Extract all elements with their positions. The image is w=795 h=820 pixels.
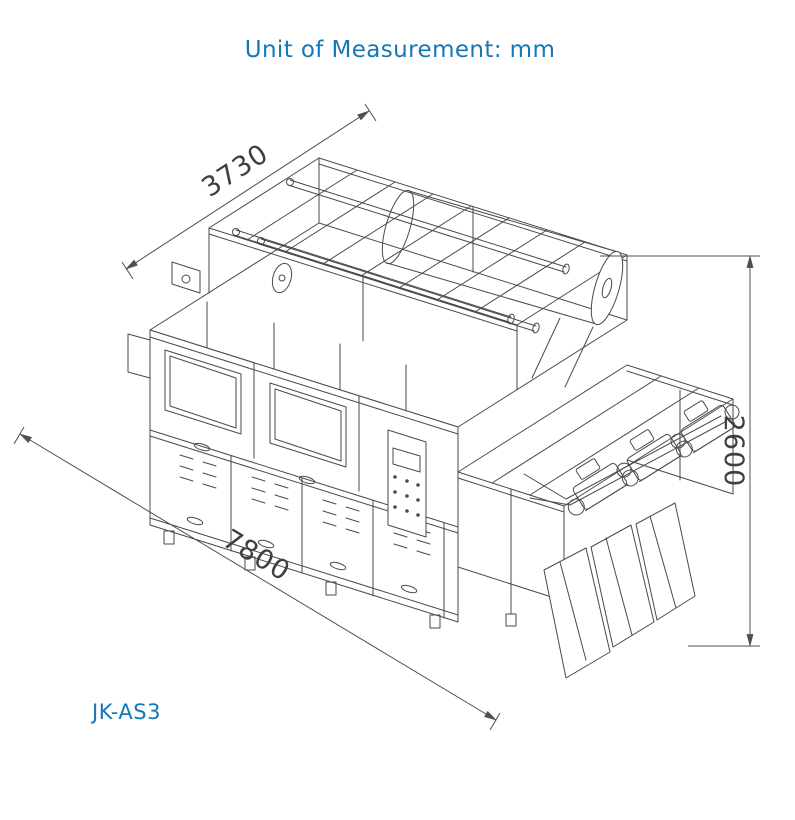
film-roll [381,189,624,388]
top-motor-box [171,261,201,294]
control-panel [387,429,427,538]
film-web-line [531,317,561,379]
left-side-box [127,333,151,379]
output-unit [567,458,632,516]
film-roll-core [601,277,613,299]
hanging-sheet [635,502,696,621]
model-label: JK-AS3 [90,700,161,724]
dimension-label-2600: 2600 [718,415,749,488]
dimension-2600: 2600 [600,254,760,648]
machine-drawing [127,157,740,679]
hanging-sheet [590,524,655,648]
hanging-sheet [543,547,611,679]
output-unit [675,400,740,458]
front-frame-columns [206,301,407,412]
page-title: Unit of Measurement: mm [245,37,556,63]
platform-frame [457,364,734,629]
film-web-line [564,326,594,388]
output-boom [523,415,726,506]
